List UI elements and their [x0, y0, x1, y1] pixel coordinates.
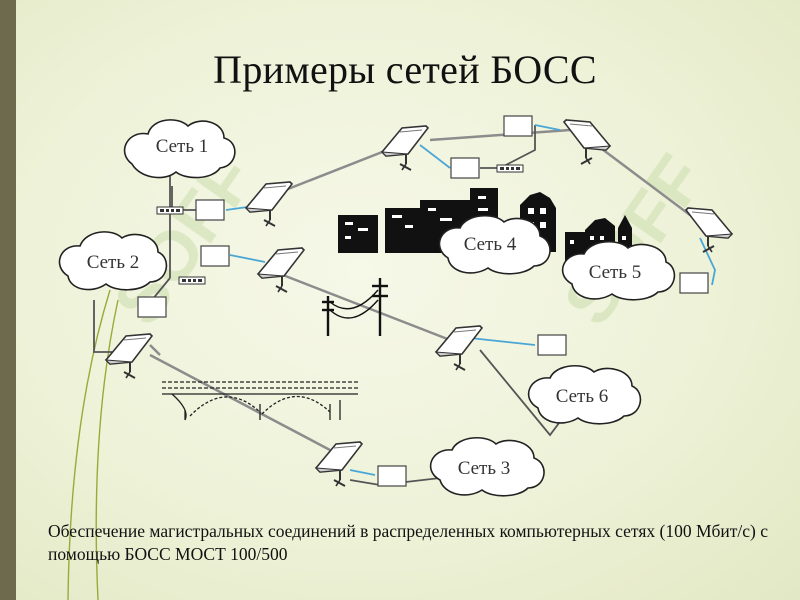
slide-title: Примеры сетей БОСС — [213, 47, 597, 92]
modem-box-icon — [200, 245, 230, 267]
dish-antenna-icon — [105, 333, 153, 379]
net3-label: Сеть 3 — [458, 458, 511, 479]
modem-box-icon — [195, 199, 225, 221]
net1-label: Сеть 1 — [156, 136, 209, 157]
modem-box-icon — [450, 157, 480, 179]
modem-box-icon — [503, 115, 533, 137]
network-switch-icon — [496, 164, 524, 173]
net2-label: Сеть 2 — [87, 252, 140, 273]
modem-box-icon — [137, 296, 167, 318]
dish-antenna-icon — [257, 247, 305, 293]
dish-antenna-icon — [563, 119, 611, 165]
dish-antenna-icon — [685, 207, 733, 253]
network-switch-icon — [178, 276, 206, 285]
decorative-stems — [67, 289, 119, 600]
modem-box-icon — [537, 334, 567, 356]
net5-label: Сеть 5 — [589, 262, 642, 283]
cloud-net4 — [438, 215, 551, 275]
power-line-icon — [322, 278, 388, 336]
net6-label: Сеть 6 — [556, 386, 609, 407]
cloud-net3 — [429, 437, 545, 497]
cloud-net6 — [527, 365, 642, 425]
cloud-net2 — [58, 231, 168, 291]
city-windows — [345, 196, 626, 244]
dish-antenna-icon — [315, 441, 363, 487]
modem-box-icon — [377, 465, 407, 487]
net4-label: Сеть 4 — [464, 234, 517, 255]
left-sidebar-bar — [0, 0, 16, 600]
dish-antenna-icon — [381, 125, 429, 171]
bridge-icon — [162, 381, 358, 421]
cloud-net1 — [123, 119, 236, 179]
cloud-net5 — [561, 241, 676, 301]
network-switch-icon — [156, 206, 184, 215]
dish-antenna-icon — [435, 325, 483, 371]
slide-caption: Обеспечение магистральных соединений в р… — [48, 521, 769, 564]
modem-box-icon — [679, 272, 709, 294]
